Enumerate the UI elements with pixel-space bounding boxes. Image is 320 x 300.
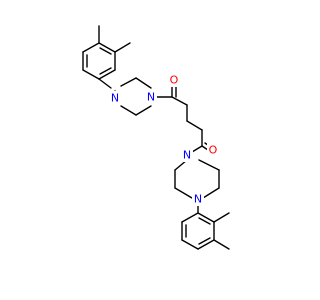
upper-piperazine-ring — [98, 77, 152, 116]
molecule-structure: N N O O N N — [82, 25, 230, 250]
n4-label: N — [194, 193, 202, 206]
o1-label: O — [170, 74, 179, 87]
atom-n4: N — [192, 192, 204, 206]
atom-o1: O — [168, 73, 180, 87]
atom-n2: N — [145, 90, 157, 104]
lower-piperazine-ring — [174, 159, 220, 199]
carbonyl-bonds — [171, 86, 213, 153]
atom-o2: O — [207, 143, 219, 157]
upper-methyl-groups — [98, 25, 131, 53]
lower-methyl-groups — [213, 212, 230, 250]
n3-label: N — [183, 149, 191, 162]
pentanedioyl-chain — [156, 96, 203, 156]
o2-label: O — [209, 144, 218, 157]
atom-n3: N — [181, 148, 193, 162]
n1-label: N — [111, 92, 119, 105]
n2-label: N — [147, 91, 155, 104]
lower-aryl-ring — [181, 212, 215, 250]
upper-aryl-ring — [82, 42, 116, 80]
atom-n1: N — [109, 91, 121, 105]
